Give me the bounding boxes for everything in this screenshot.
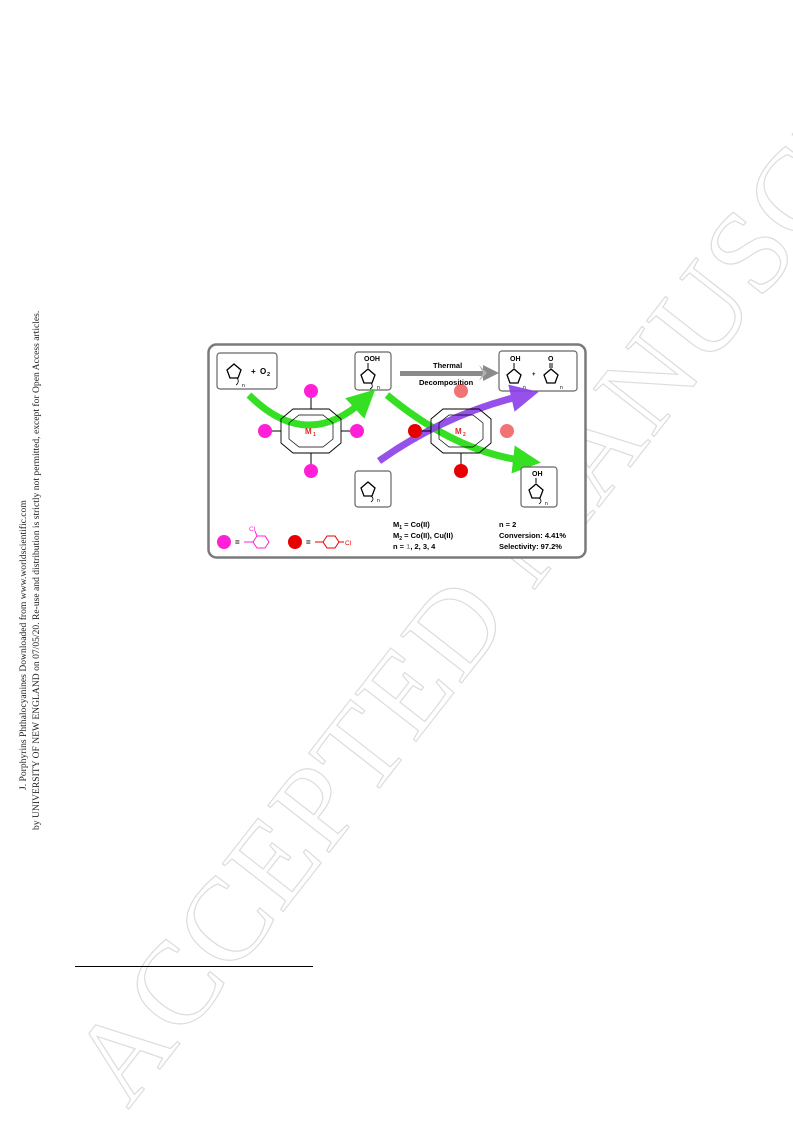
oxygen-subscript: 2 xyxy=(267,372,270,378)
svg-text:n = 1, 2, 3, 4: n = 1, 2, 3, 4 xyxy=(393,542,436,551)
svg-text:M1 = Co(II): M1 = Co(II) xyxy=(393,520,430,531)
legend-para-cl: Cl xyxy=(345,540,352,547)
red-substituent-right xyxy=(500,424,514,438)
alcohol-ring-lower xyxy=(528,483,544,499)
n-range-label: n = xyxy=(393,542,406,551)
magenta-substituent-left xyxy=(258,424,272,438)
footnote-rule xyxy=(75,966,313,967)
svg-text:M2 = Co(II), Cu(II): M2 = Co(II), Cu(II) xyxy=(393,531,454,542)
plus-sign: + xyxy=(251,367,256,376)
ring-size-n: n xyxy=(523,385,526,391)
ring-size-n: n xyxy=(377,385,380,391)
substituent-legend: = Cl = Cl xyxy=(217,526,352,549)
magenta-substituent-right xyxy=(350,424,364,438)
hydroperoxide-ring xyxy=(360,368,376,384)
alkane-box: n xyxy=(354,470,392,508)
m1-value: = Co(II) xyxy=(402,520,430,529)
magenta-substituent-top xyxy=(304,384,318,398)
n-value-4: 4 xyxy=(431,542,436,551)
separator: , xyxy=(419,542,423,551)
m2-label: M xyxy=(393,531,399,540)
thermal-decomposition-arrow: Thermal Decomposition xyxy=(400,361,499,387)
porphyrin-catalyst-2: M 2 xyxy=(408,384,514,478)
download-notice-line1: J. Porphyrins Phthalocyanines Downloaded… xyxy=(18,500,29,790)
metal-m1: M xyxy=(305,427,312,436)
result-selectivity: Selectivity: 97.2% xyxy=(499,542,562,551)
metal-m2-subscript: 2 xyxy=(463,432,466,438)
green-arrow-oxidation xyxy=(246,389,376,429)
porphyrin-catalyst-1: M 1 xyxy=(258,384,364,478)
catalyst-conditions: M1 = Co(II) M2 = Co(II), Cu(II) n = 1, 2… xyxy=(393,520,454,551)
alcohol-ring xyxy=(506,368,522,384)
m1-subscript: 1 xyxy=(399,525,402,531)
n-value-2: 2 xyxy=(414,542,418,551)
reaction-results: n = 2 Conversion: 4.41% Selectivity: 97.… xyxy=(499,520,566,551)
magenta-substituent-bottom xyxy=(304,464,318,478)
plus-sign: + xyxy=(532,372,536,378)
m1-label: M xyxy=(393,520,399,529)
separator: , xyxy=(427,542,431,551)
n-value-3: 3 xyxy=(423,542,427,551)
legend-equals: = xyxy=(306,538,311,547)
m2-subscript: 2 xyxy=(399,536,402,542)
ring-size-n: n xyxy=(560,385,563,391)
m2-value: = Co(II), Cu(II) xyxy=(402,531,454,540)
alcohol-oh-label: OH xyxy=(532,471,543,478)
result-n: n = 2 xyxy=(499,520,516,529)
legend-red-dot xyxy=(288,535,302,549)
watermark-text: ACCEPTED MANUSCRIPT xyxy=(45,0,793,1121)
products-box: OH n + O n xyxy=(498,350,578,392)
result-conversion: Conversion: 4.41% xyxy=(499,531,566,540)
arrow-label-decomposition: Decomposition xyxy=(419,378,474,387)
ketone-ring xyxy=(543,368,559,384)
red-substituent-left xyxy=(408,424,422,438)
ring-size-n: n xyxy=(545,501,548,507)
cycloalkane-ring xyxy=(226,363,242,379)
red-substituent-bottom xyxy=(454,464,468,478)
alcohol-box: OH n xyxy=(520,466,558,508)
n-value-1: 1 xyxy=(406,542,410,551)
alkane-ring xyxy=(360,481,376,497)
metal-m2: M xyxy=(455,427,462,436)
red-substituent-top xyxy=(454,384,468,398)
green-arrow-reduction xyxy=(384,392,541,474)
separator: , xyxy=(410,542,414,551)
legend-ortho-cl: Cl xyxy=(249,526,256,533)
ooh-label: OOH xyxy=(364,356,380,363)
metal-m1-subscript: 1 xyxy=(313,432,316,438)
hydroperoxide-box: OOH n xyxy=(354,351,392,391)
ring-size-n: n xyxy=(242,383,245,389)
alcohol-oh-label: OH xyxy=(510,356,521,363)
legend-magenta-dot xyxy=(217,535,231,549)
ring-size-n: n xyxy=(377,498,380,504)
purple-arrow-decomposition xyxy=(376,384,539,464)
arrow-label-thermal: Thermal xyxy=(433,361,462,370)
substrate-box: n + O 2 xyxy=(216,352,278,390)
download-notice-line2: by UNIVERSITY OF NEW ENGLAND on 07/05/20… xyxy=(31,311,42,830)
ketone-o-label: O xyxy=(548,356,554,363)
graphical-abstract: n + O 2 OOH n Thermal Decomposition OH xyxy=(207,343,587,559)
oxygen-label: O xyxy=(260,367,266,376)
legend-equals: = xyxy=(235,538,240,547)
download-notice: J. Porphyrins Phthalocyanines Downloaded… xyxy=(14,250,44,830)
